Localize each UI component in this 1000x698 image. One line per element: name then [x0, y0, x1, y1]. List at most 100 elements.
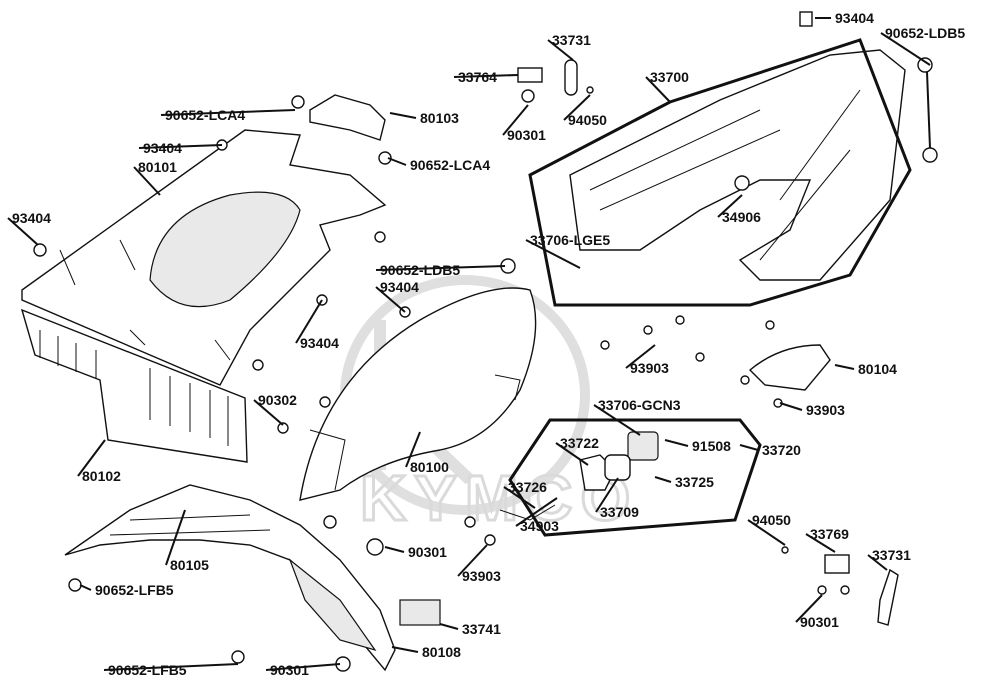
label-90652-LDB5-top: 90652-LDB5	[885, 25, 965, 41]
leader-90652-LFB5-b	[103, 663, 239, 671]
part-80101-inner-fender	[21, 129, 387, 386]
part-labels: 93404 90652-LDB5 33731 33764 33700 90301 94050…	[12, 10, 965, 678]
label-33769: 33769	[810, 526, 849, 542]
leader-33700	[645, 76, 671, 103]
label-90652-LDB5-b: 90652-LDB5	[380, 262, 460, 278]
leader-33764	[453, 74, 519, 78]
leader-80108	[391, 646, 419, 653]
label-80104: 80104	[858, 361, 897, 377]
leader-80100	[405, 431, 421, 468]
leader-80101	[133, 166, 161, 196]
label-90301-c: 90301	[800, 614, 839, 630]
part-80104-cover	[748, 344, 831, 391]
leader-80102	[77, 439, 106, 477]
leader-93404-d	[295, 299, 323, 344]
leader-33709	[595, 477, 619, 513]
leader-33769	[805, 533, 836, 553]
label-90652-LFB5-b: 90652-LFB5	[108, 662, 187, 678]
label-33731-b: 33731	[872, 547, 911, 563]
leader-80105	[165, 509, 186, 566]
part-33700-tail-assembly	[569, 49, 906, 281]
fasteners	[33, 11, 938, 672]
label-93404-d: 93404	[300, 335, 339, 351]
leader-33741	[439, 623, 459, 630]
label-80101: 80101	[138, 159, 177, 175]
leader-90652-LDB5-top	[880, 32, 931, 66]
leader-lines	[7, 17, 931, 671]
part-80105-rear-fender	[64, 484, 396, 672]
group-33700-outline	[528, 38, 912, 307]
label-80108: 80108	[422, 644, 461, 660]
leader-33726	[503, 486, 536, 509]
label-90301-b: 90301	[408, 544, 447, 560]
label-34903: 34903	[520, 518, 559, 534]
label-33722: 33722	[560, 435, 599, 451]
leader-34906	[717, 194, 743, 218]
leader-94050-a	[563, 94, 591, 121]
label-94050-b: 94050	[752, 512, 791, 528]
part-80102-panel	[20, 308, 248, 463]
label-93404-b: 93404	[12, 210, 51, 226]
leader-90652-LCA4-a	[160, 109, 296, 116]
label-90301-a: 90301	[507, 127, 546, 143]
label-33741: 33741	[462, 621, 501, 637]
leader-34903	[515, 497, 558, 527]
leader-93404-a	[138, 144, 223, 149]
leader-93404-b	[7, 217, 39, 246]
part-80103-cover	[309, 94, 386, 141]
part-80100-rear-fender	[299, 287, 537, 501]
leader-93903-b	[779, 402, 803, 411]
label-33720: 33720	[762, 442, 801, 458]
label-34906: 34906	[722, 209, 761, 225]
label-33725: 33725	[675, 474, 714, 490]
label-90652-LCA4-b: 90652-LCA4	[410, 157, 490, 173]
leader-33720	[739, 444, 759, 451]
leader-33706-LGE5	[525, 239, 581, 269]
label-33706-LGE5: 33706-LGE5	[530, 232, 610, 248]
label-33700: 33700	[650, 69, 689, 85]
label-90302: 90302	[258, 392, 297, 408]
label-90652-LCA4-a: 90652-LCA4	[165, 107, 245, 123]
leader-94050-b	[747, 519, 786, 546]
label-33726: 33726	[508, 479, 547, 495]
group-33720-outline	[508, 418, 762, 537]
label-33731-top: 33731	[552, 32, 591, 48]
label-90301-d: 90301	[270, 662, 309, 678]
leader-33731-b	[867, 554, 888, 571]
label-33706-GCN3: 33706-GCN3	[598, 397, 681, 413]
label-93903-c: 93903	[462, 568, 501, 584]
label-94050-a: 94050	[568, 112, 607, 128]
leader-90652-LFB5-a	[79, 584, 92, 591]
leader-90301-d	[265, 663, 341, 671]
leader-91508	[664, 439, 689, 447]
label-33709: 33709	[600, 504, 639, 520]
label-33764: 33764	[458, 69, 497, 85]
leader-93404-c	[375, 286, 406, 313]
leader-90302	[253, 399, 284, 426]
label-93903-a: 93903	[630, 360, 669, 376]
leader-33725	[654, 476, 672, 483]
label-80103: 80103	[420, 110, 459, 126]
leader-33706-GCN3	[593, 404, 641, 436]
leader-93903-a	[625, 344, 656, 369]
leader-33731-top	[547, 39, 574, 61]
label-93903-b: 93903	[806, 402, 845, 418]
label-90652-LFB5-a: 90652-LFB5	[95, 582, 174, 598]
leader-33722	[555, 442, 589, 466]
leader-80103	[389, 112, 417, 119]
label-91508: 91508	[692, 438, 731, 454]
label-80102: 80102	[82, 468, 121, 484]
leader-90301-b	[384, 546, 405, 553]
leader-90301-a	[502, 104, 529, 136]
leader-80104	[834, 364, 855, 370]
label-93404-top: 93404	[835, 10, 874, 26]
leader-90301-c	[795, 594, 823, 623]
leader-90652-LDB5-b	[375, 265, 506, 271]
leader-90652-LCA4-b	[387, 157, 407, 166]
label-93404-a: 93404	[143, 140, 182, 156]
label-80100: 80100	[410, 459, 449, 475]
part-33741-reflector	[399, 599, 441, 626]
label-80105: 80105	[170, 557, 209, 573]
